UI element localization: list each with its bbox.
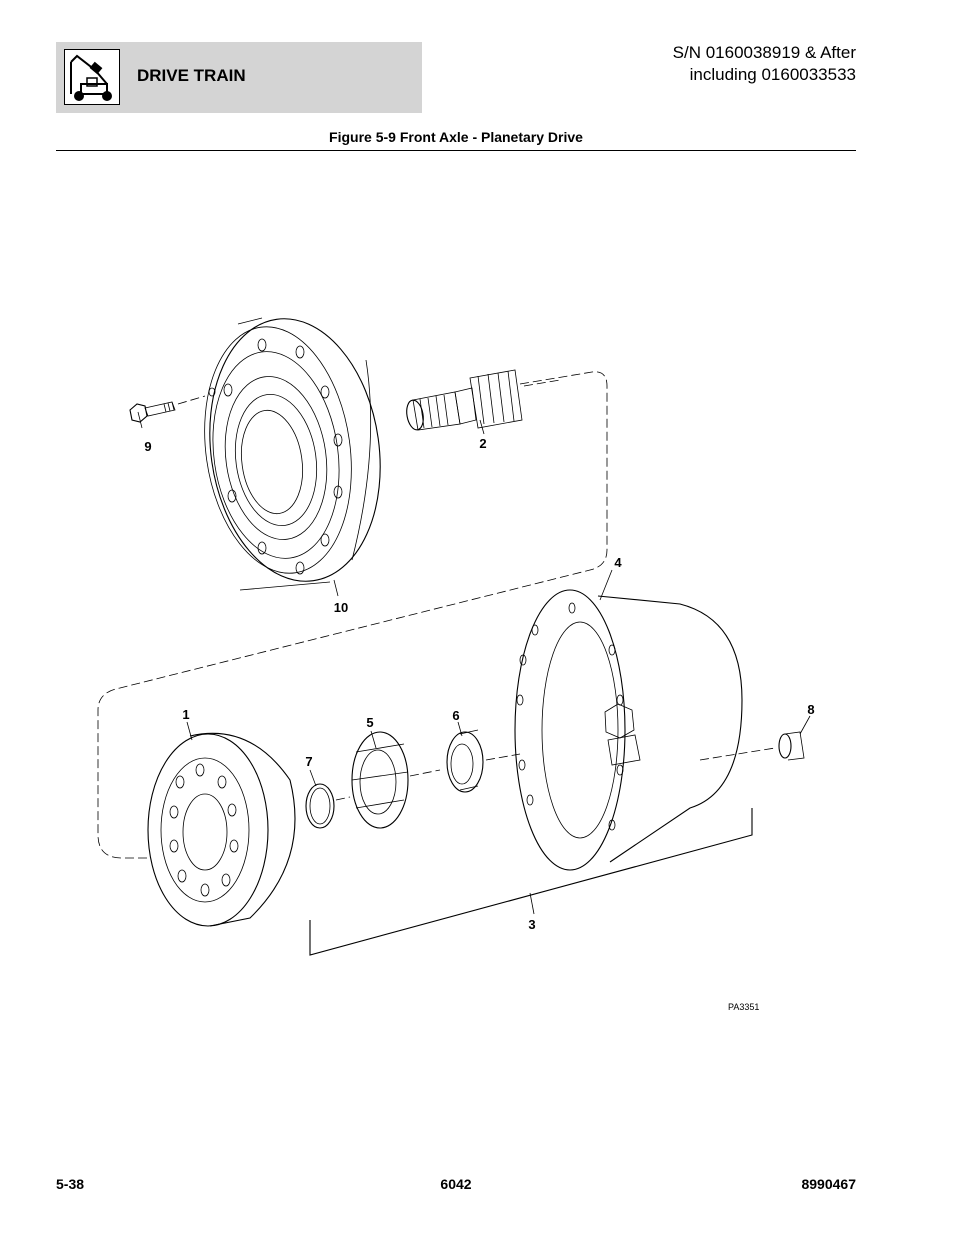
header-divider — [56, 150, 856, 151]
callout-9: 9 — [144, 439, 151, 454]
lift-machine-icon — [64, 49, 120, 105]
callout-3: 3 — [528, 917, 535, 932]
gear-part-5 — [351, 731, 441, 829]
section-title: DRIVE TRAIN — [137, 66, 246, 85]
page-number: 5-38 — [56, 1176, 85, 1192]
callout-5: 5 — [366, 715, 373, 730]
assembly-bracket-3 — [309, 808, 753, 956]
callout-4: 4 — [614, 555, 622, 570]
serial-line-2: including 0160033533 — [689, 65, 856, 84]
model-number: 6042 — [440, 1176, 472, 1192]
serial-number-range: S/N 0160038919 & After including 0160033… — [673, 42, 856, 86]
figure-code: PA3351 — [728, 1002, 759, 1012]
flange-part-10 — [204, 317, 381, 591]
callout-10: 10 — [334, 600, 348, 615]
callout-6: 6 — [452, 708, 459, 723]
planetary-hub-part-1 — [147, 732, 296, 927]
figure-title: Figure 5-9 Front Axle - Planetary Drive — [329, 129, 583, 145]
bolt-part-9 — [129, 395, 206, 423]
callout-2: 2 — [479, 436, 486, 451]
callout-8: 8 — [807, 702, 814, 717]
section-header: DRIVE TRAIN — [56, 42, 422, 113]
housing-part-4 — [514, 589, 743, 871]
plug-part-8 — [699, 731, 805, 761]
callout-1: 1 — [182, 707, 189, 722]
snap-ring-part-7 — [305, 783, 351, 829]
serial-line-1: S/N 0160038919 & After — [672, 43, 856, 62]
document-number: 8990467 — [801, 1176, 856, 1192]
callout-7: 7 — [305, 754, 312, 769]
leader-lines — [137, 411, 811, 915]
bearing-part-6 — [446, 729, 521, 793]
shaft-part-2 — [406, 369, 561, 431]
